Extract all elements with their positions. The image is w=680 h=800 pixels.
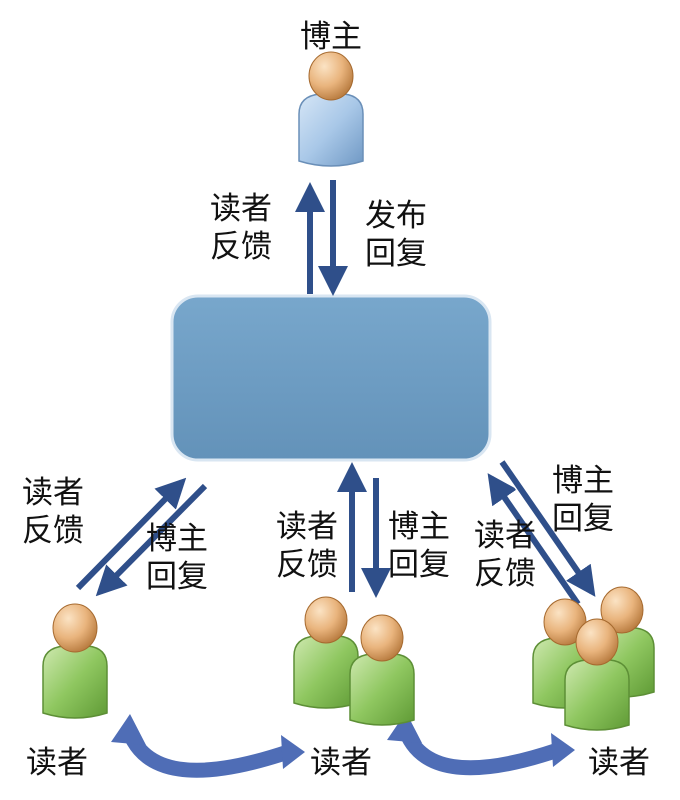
blogger-person-icon xyxy=(298,51,364,167)
middle-down-label-line1: 博主 xyxy=(388,509,450,545)
right-down-label: 博主 回复 xyxy=(552,462,632,538)
right-up-arrow xyxy=(484,471,582,607)
top-down-label: 发布 回复 xyxy=(365,197,445,273)
reader-person-icon xyxy=(42,603,108,719)
middle-down-label-line2: 回复 xyxy=(388,547,450,583)
right-up-label-line2: 反馈 xyxy=(474,556,536,592)
left-down-label: 博主 回复 xyxy=(146,520,226,596)
reader-group-three-icon xyxy=(532,586,655,731)
right-down-arrow xyxy=(498,459,599,599)
middle-down-label: 博主 回复 xyxy=(388,508,468,584)
reader-label-middle: 读者 xyxy=(310,745,372,781)
top-up-label: 读者 反馈 xyxy=(210,190,290,266)
middle-up-label: 读者 反馈 xyxy=(276,508,356,584)
right-down-label-line2: 回复 xyxy=(552,501,614,537)
middle-up-label-line1: 读者 xyxy=(276,509,338,545)
right-up-label-line1: 读者 xyxy=(474,518,536,554)
top-up-label-line2: 反馈 xyxy=(210,229,272,265)
platform-box xyxy=(170,294,492,462)
middle-up-label-line2: 反馈 xyxy=(276,547,338,583)
curved-arrow-left xyxy=(111,714,305,778)
blogger-label: 博主 xyxy=(300,19,362,55)
left-up-label-line2: 反馈 xyxy=(22,513,84,549)
left-down-label-line2: 回复 xyxy=(146,559,208,595)
right-down-label-line1: 博主 xyxy=(552,463,614,499)
left-down-label-line1: 博主 xyxy=(146,521,208,557)
reader-group-two-icon xyxy=(293,596,415,726)
left-up-label: 读者 反馈 xyxy=(22,474,102,550)
top-up-label-line1: 读者 xyxy=(210,191,272,227)
left-up-label-line1: 读者 xyxy=(22,475,84,511)
right-up-label: 读者 反馈 xyxy=(474,517,554,593)
top-down-label-line1: 发布 xyxy=(365,198,427,234)
reader-label-left: 读者 xyxy=(26,745,88,781)
left-down-arrow xyxy=(92,482,209,600)
top-down-label-line2: 回复 xyxy=(365,236,427,272)
curved-arrow-right xyxy=(387,712,575,776)
reader-label-right: 读者 xyxy=(588,745,650,781)
